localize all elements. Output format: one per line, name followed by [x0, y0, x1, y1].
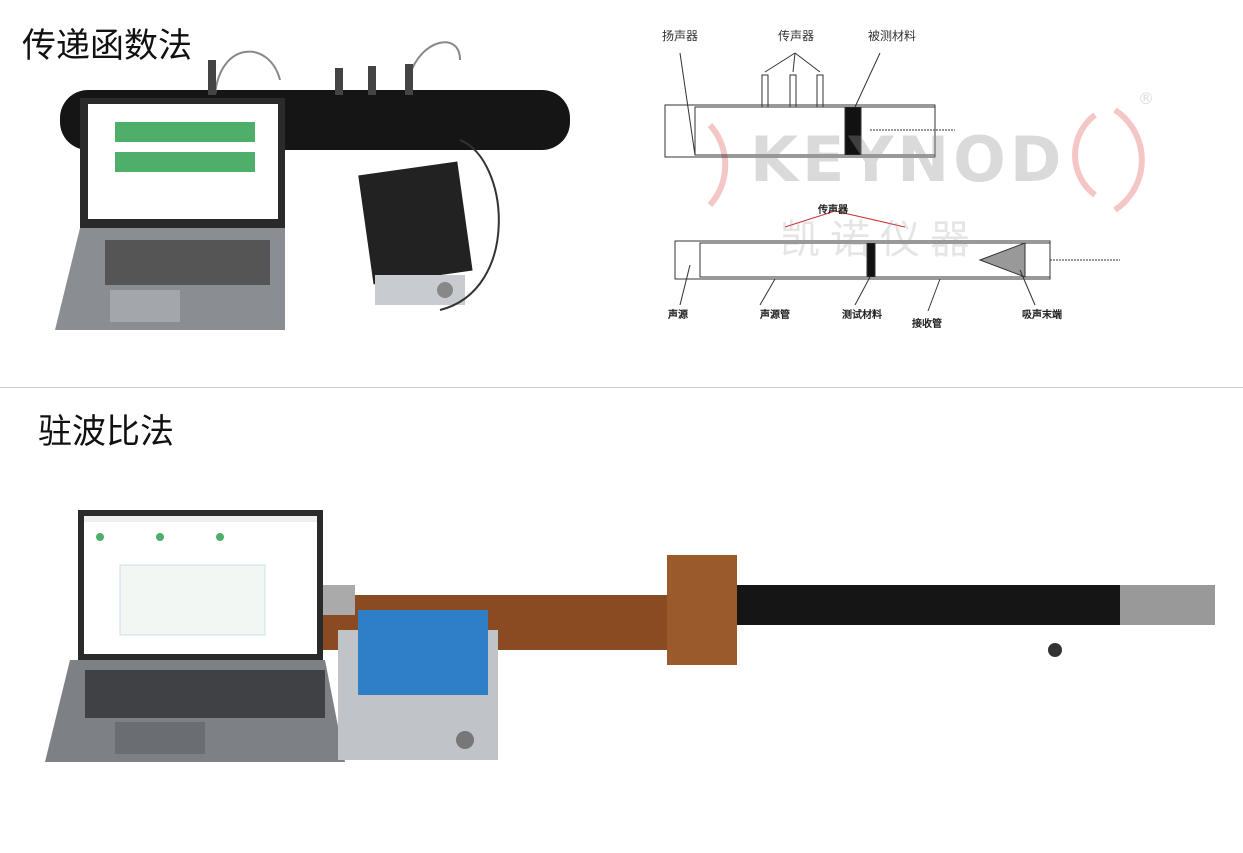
diagram-bottom-tube [674, 210, 1120, 312]
label-source-tube: 声源管 [760, 310, 790, 321]
section-divider [0, 387, 1243, 388]
label-microphone: 传声器 [778, 29, 815, 43]
watermark-waves [707, 107, 1145, 213]
label-speaker: 扬声器 [662, 29, 699, 43]
section-title-transfer-function: 传递函数法 [22, 26, 192, 66]
label-test-material: 测试材料 [842, 310, 882, 321]
label-absorbing-end: 吸声末端 [1022, 310, 1062, 321]
signal-analyzer [338, 610, 498, 760]
tube-diagram: KEYNOD 凯诺仪器 ® 扬声器 传声器 被测材料 传声器 声源 声源管 测试… [650, 15, 1240, 335]
diagram-top-tube [664, 52, 955, 158]
laptop [55, 98, 285, 330]
transfer-function-setup-photo [55, 41, 570, 330]
watermark-cn: 凯诺仪器 [780, 217, 980, 263]
standing-wave-setup-photo [45, 510, 1215, 762]
label-sound-source: 声源 [668, 310, 688, 321]
signal-analyzer [358, 161, 473, 305]
section-title-standing-wave: 驻波比法 [38, 412, 174, 452]
laptop [45, 510, 345, 762]
wooden-block [667, 555, 737, 665]
watermark-keynod: KEYNOD [750, 123, 1066, 196]
label-microphone-bottom: 传声器 [818, 205, 848, 216]
standing-wave-tube [720, 585, 1120, 625]
label-sample: 被测材料 [868, 29, 917, 43]
label-receiving-tube: 接收管 [912, 319, 942, 330]
registered-mark: ® [1138, 89, 1154, 108]
